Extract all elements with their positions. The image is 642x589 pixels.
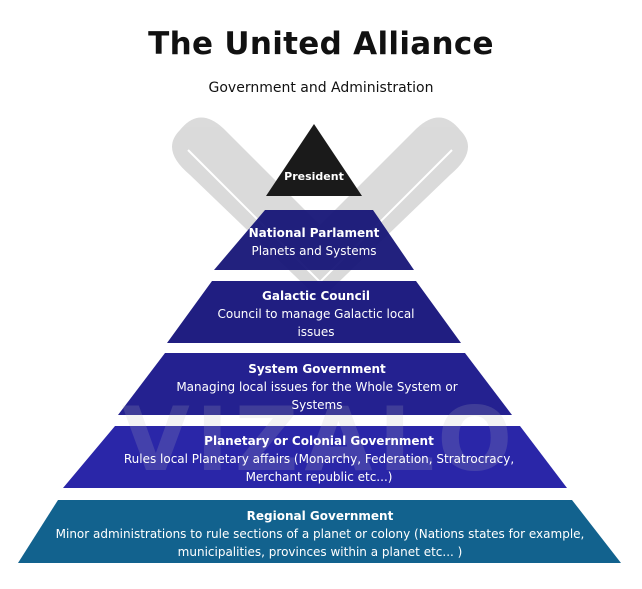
tier-1 xyxy=(214,210,414,270)
tier-4-desc: Rules local Planetary affairs (Monarchy,… xyxy=(123,452,515,484)
tier-2-desc: Council to manage Galactic local issues xyxy=(217,307,415,339)
tier-1-desc: Planets and Systems xyxy=(251,244,377,258)
tier-4-label: Planetary or Colonial Government Rules l… xyxy=(114,432,524,486)
tier-2-label: Galactic Council Council to manage Galac… xyxy=(200,287,432,341)
tier-5-desc: Minor administrations to rule sections o… xyxy=(55,527,585,559)
tier-2-title: Galactic Council xyxy=(262,289,370,303)
watermark-text: VIZALO xyxy=(122,388,519,491)
tier-4 xyxy=(63,426,567,488)
apex-label: President xyxy=(266,168,362,186)
tier-3 xyxy=(118,353,512,415)
tier-3-title: System Government xyxy=(248,362,386,376)
tier-2 xyxy=(167,281,461,343)
tier-apex xyxy=(266,124,362,196)
tier-3-desc: Managing local issues for the Whole Syst… xyxy=(176,380,458,412)
apex-title: President xyxy=(284,170,344,183)
tier-1-title: National Parlament xyxy=(248,226,380,240)
tier-5-title: Regional Government xyxy=(246,509,394,523)
tier-4-title: Planetary or Colonial Government xyxy=(204,434,434,448)
tier-5 xyxy=(18,500,621,563)
tier-5-label: Regional Government Minor administration… xyxy=(40,507,600,561)
tier-1-label: National Parlament Planets and Systems xyxy=(214,224,414,260)
page-title: The United Alliance xyxy=(148,26,494,62)
page-subtitle: Government and Administration xyxy=(208,80,434,96)
tier-3-label: System Government Managing local issues … xyxy=(162,360,472,414)
